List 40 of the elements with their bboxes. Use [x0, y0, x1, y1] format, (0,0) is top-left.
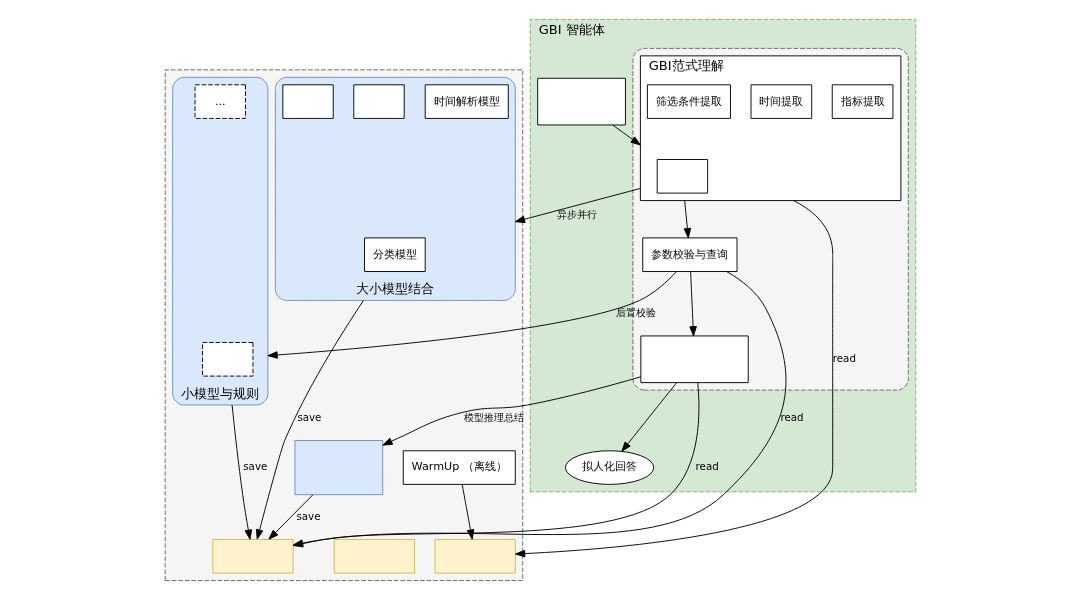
- arrow: [688, 271, 697, 337]
- node-box: 筛选条件提取: [646, 84, 731, 119]
- node-box: [294, 440, 383, 496]
- edge-label: 后置校验: [615, 306, 656, 319]
- arrow: [381, 376, 641, 446]
- arrow: [461, 483, 474, 540]
- node-box: 参数校验与查询: [641, 237, 737, 272]
- edge-label: save: [296, 509, 321, 522]
- arrow: [683, 200, 691, 239]
- edge-label: read: [780, 410, 804, 423]
- node-ellipse: 拟人化回答: [564, 450, 654, 485]
- node-box: 时间提取: [750, 84, 812, 119]
- arrow: [514, 187, 641, 223]
- edge-label: save: [242, 460, 267, 473]
- node-box: 时间解析模型: [424, 84, 509, 119]
- edge-label: read: [832, 351, 856, 364]
- node-box: [201, 342, 253, 377]
- node-box: [639, 335, 749, 384]
- edge-label: read: [695, 460, 719, 473]
- edge-label: 模型推理总结: [463, 410, 524, 423]
- edge-label: save: [296, 410, 321, 423]
- arrow: [514, 200, 833, 558]
- node-box: ...: [194, 84, 246, 119]
- arrow: [620, 382, 677, 452]
- arrow: [611, 124, 641, 146]
- node-box: [656, 159, 708, 194]
- node-bar: [333, 539, 415, 574]
- node-box: WarmUp （离线）: [402, 450, 516, 485]
- node-box: 分类模型: [363, 237, 426, 272]
- node-box: [536, 77, 626, 126]
- node-box: 指标提取: [831, 84, 893, 119]
- node-bar: [434, 539, 516, 574]
- arrow: [267, 494, 313, 540]
- arrow: [231, 404, 252, 540]
- arrow: [266, 271, 677, 359]
- node-box: [352, 84, 405, 119]
- edge-label: 异步并行: [556, 208, 597, 221]
- node-box: [281, 84, 334, 119]
- node-bar: [211, 539, 294, 574]
- arrow: [255, 300, 364, 540]
